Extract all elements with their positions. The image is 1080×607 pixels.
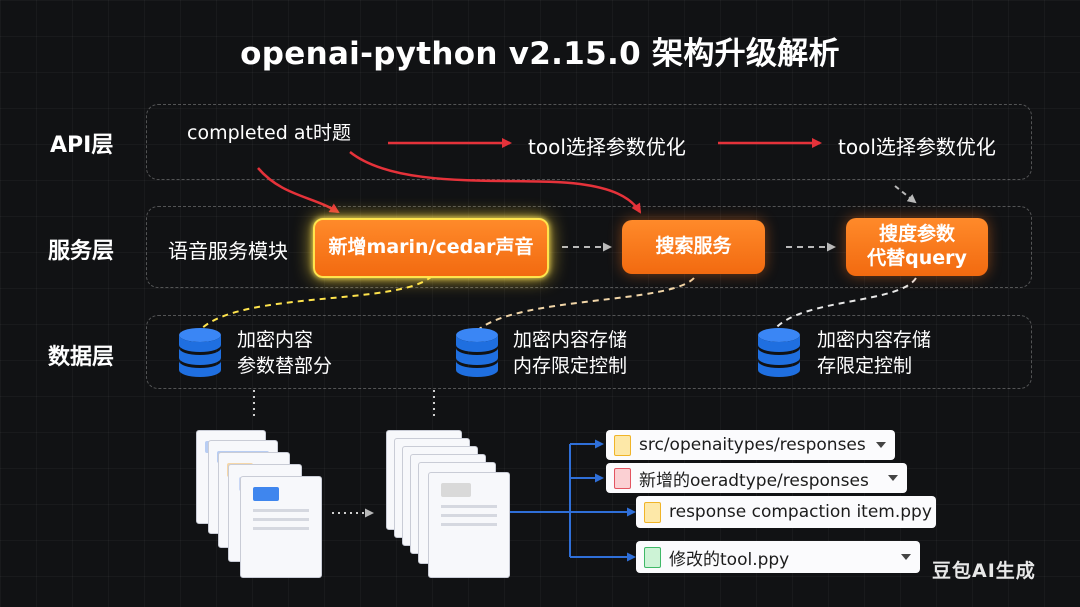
file-item-tool[interactable]: 修改的tool.ppy xyxy=(636,541,920,573)
db2-line2: 内存限定控制 xyxy=(513,355,628,378)
db1-text: 加密内容 参数替部分 xyxy=(237,327,332,379)
search-service-box-label: 搜索服务 xyxy=(655,235,732,258)
db1-line2: 参数替部分 xyxy=(237,355,333,378)
search-param-box-line1: 搜度参数 xyxy=(878,223,955,246)
chevron-down-icon[interactable] xyxy=(876,442,886,448)
file-icon xyxy=(614,467,631,489)
document-stack-icon xyxy=(196,430,322,578)
db1-line1: 加密内容 xyxy=(237,329,314,351)
database-icon xyxy=(179,328,221,377)
chevron-down-icon[interactable] xyxy=(901,554,911,560)
file-item-new-responses[interactable]: 新增的oeradtype/responses xyxy=(606,463,907,493)
service-layer-label: 服务层 xyxy=(48,239,115,264)
api-layer-label: API层 xyxy=(50,133,114,158)
file-icon xyxy=(614,434,631,456)
search-param-box-line2: 代替query xyxy=(867,247,967,269)
api-to-marin-arrow xyxy=(257,167,340,214)
database-icon xyxy=(758,328,800,377)
box3-to-db3-dashed xyxy=(773,277,917,331)
file-item-label: 新增的oeradtype/responses xyxy=(639,470,869,491)
api-item-tool-select-1: tool选择参数优化 xyxy=(528,135,686,159)
document-stack-icon xyxy=(386,430,512,578)
service-layer-band xyxy=(146,206,1032,288)
file-item-label: response compaction item.ppy xyxy=(669,502,932,522)
database-icon xyxy=(456,328,498,377)
db2-text: 加密内容存储 内存限定控制 xyxy=(513,327,627,379)
search-param-box: 搜度参数 代替query xyxy=(846,218,988,276)
box2-to-db2-dashed xyxy=(477,277,695,331)
db3-line1: 加密内容存储 xyxy=(817,329,932,351)
chevron-down-icon[interactable] xyxy=(888,475,898,481)
new-voices-box: 新增marin/cedar声音 xyxy=(313,218,549,278)
api-to-box3-dashed xyxy=(894,185,917,204)
file-item-label: 修改的tool.ppy xyxy=(669,549,790,570)
file-icon xyxy=(644,501,661,523)
api-item-completed-at: completed at时题 xyxy=(187,122,351,144)
doc-page xyxy=(240,476,322,578)
watermark: 豆包AI生成 xyxy=(932,560,1036,582)
page-title: openai-python v2.15.0 架构升级解析 xyxy=(240,36,840,72)
file-item-responses[interactable]: src/openaitypes/responses xyxy=(606,430,895,460)
db3-line2: 存限定控制 xyxy=(817,355,913,378)
search-service-box: 搜索服务 xyxy=(622,220,765,274)
file-item-compaction[interactable]: response compaction item.ppy xyxy=(636,496,936,528)
data-layer-label: 数据层 xyxy=(48,345,115,370)
voice-service-module-label: 语音服务模块 xyxy=(168,239,288,263)
api-item-tool-select-2: tool选择参数优化 xyxy=(838,135,996,159)
doc-page xyxy=(428,472,510,578)
api-layer-band xyxy=(146,104,1032,180)
db3-text: 加密内容存储 存限定控制 xyxy=(817,327,931,379)
box1-to-db1-dashed xyxy=(199,275,433,331)
file-icon xyxy=(644,546,661,568)
db2-line1: 加密内容存储 xyxy=(513,329,628,351)
new-voices-box-label: 新增marin/cedar声音 xyxy=(328,236,534,259)
api-to-search-arrow xyxy=(349,151,642,214)
file-item-label: src/openaitypes/responses xyxy=(639,435,866,455)
data-layer-band xyxy=(146,315,1032,389)
